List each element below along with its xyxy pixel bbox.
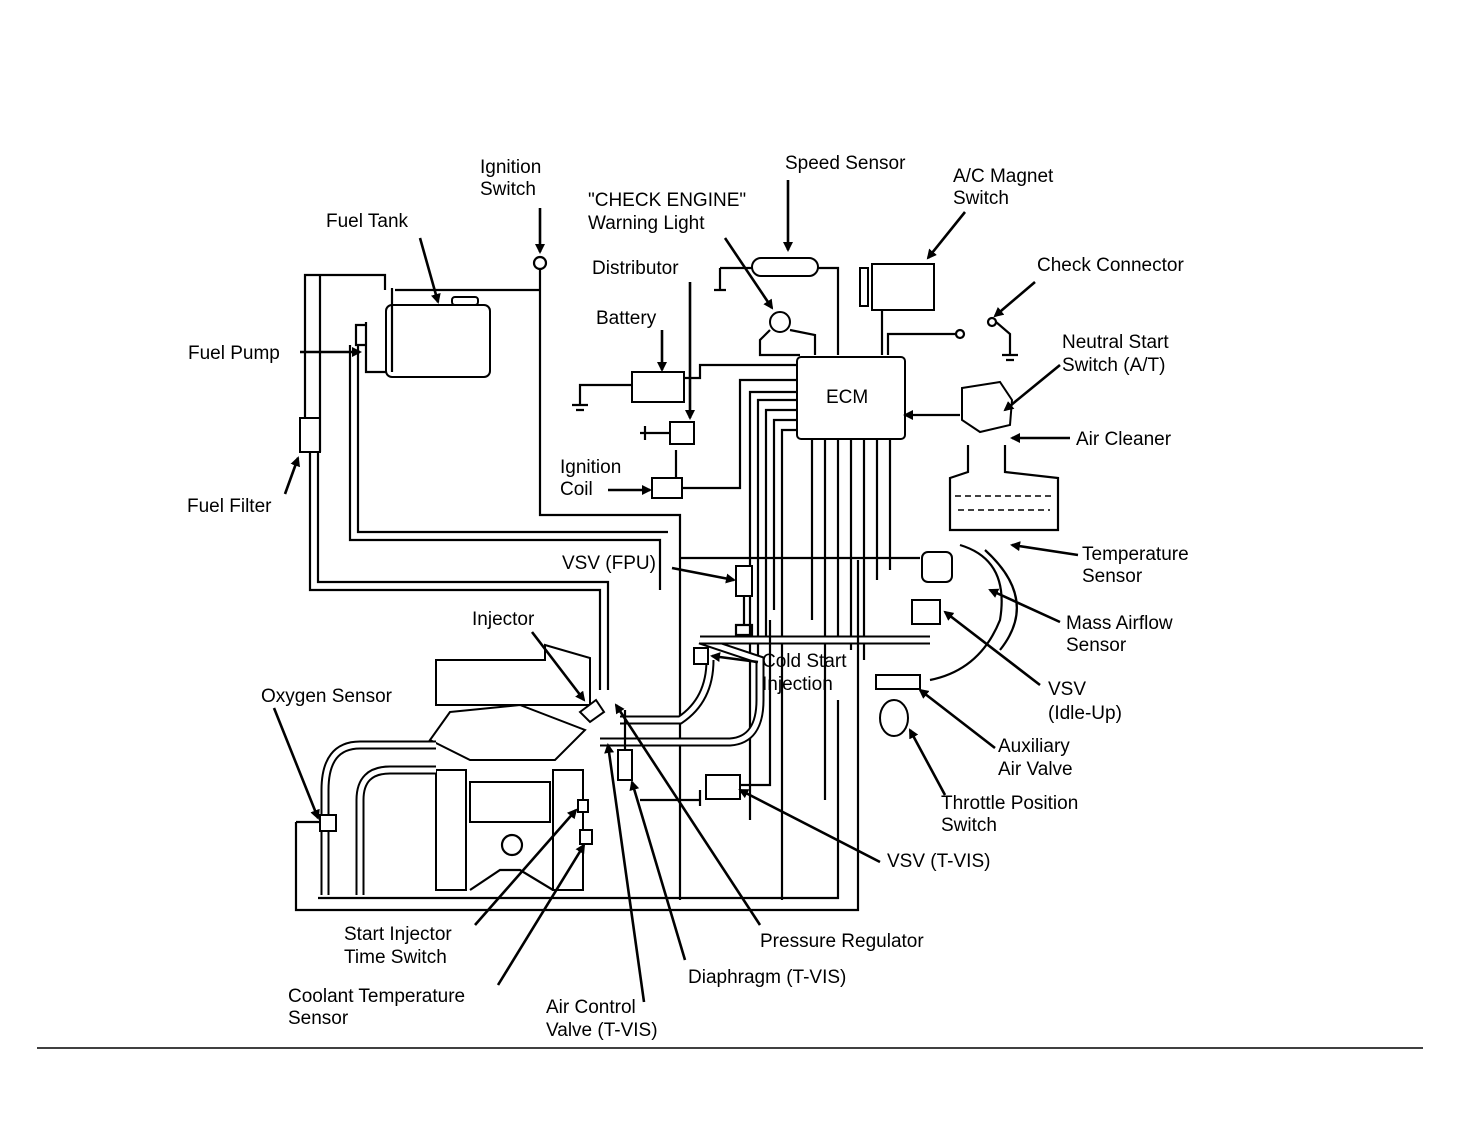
vsv-tvis bbox=[640, 620, 772, 806]
label-fuel-tank: Fuel Tank bbox=[326, 211, 409, 232]
exhaust-manifold bbox=[294, 560, 860, 912]
check-connector bbox=[886, 316, 1018, 362]
label-oxygen-sensor: Oxygen Sensor bbox=[261, 686, 393, 707]
injector bbox=[578, 698, 606, 724]
fuel-filter bbox=[299, 417, 321, 453]
ecm-wiring-harness bbox=[680, 390, 960, 900]
leader-arrows bbox=[272, 180, 1079, 1003]
speed-sensor bbox=[714, 257, 840, 355]
label-air-cleaner: Air Cleaner bbox=[1076, 429, 1172, 450]
label-fuel-pump: Fuel Pump bbox=[188, 343, 280, 364]
distributor bbox=[640, 421, 695, 445]
fuel-lines bbox=[303, 273, 668, 690]
engine-block bbox=[428, 643, 593, 891]
label-pressure-regulator: Pressure Regulator bbox=[760, 931, 924, 952]
label-check-connector: Check Connector bbox=[1037, 255, 1184, 276]
label-vsv-fpu: VSV (FPU) bbox=[562, 553, 656, 574]
label-injector: Injector bbox=[472, 609, 535, 630]
label-vsv-idle-up: VSV(Idle-Up) bbox=[1048, 679, 1122, 724]
label-speed-sensor: Speed Sensor bbox=[785, 153, 906, 174]
label-check-engine-light: "CHECK ENGINE"Warning Light bbox=[588, 190, 746, 234]
label-battery: Battery bbox=[596, 308, 657, 329]
label-diaphragm-tvis: Diaphragm (T-VIS) bbox=[688, 967, 846, 988]
ignition-switch bbox=[395, 255, 682, 900]
fuel-tank bbox=[385, 296, 491, 378]
tvis-diaphragm bbox=[617, 710, 633, 781]
air-intake-duct bbox=[875, 543, 1018, 737]
vsv-fpu bbox=[734, 565, 754, 637]
ac-magnet-switch bbox=[859, 263, 935, 355]
check-engine-light bbox=[758, 311, 817, 357]
ignition-coil bbox=[651, 378, 797, 499]
label-fuel-filter: Fuel Filter bbox=[187, 496, 272, 517]
intake-manifold bbox=[600, 635, 930, 747]
label-ecm: ECM bbox=[826, 387, 868, 408]
air-cleaner bbox=[948, 380, 1060, 532]
label-distributor: Distributor bbox=[592, 258, 679, 279]
label-vsv-tvis: VSV (T-VIS) bbox=[887, 851, 990, 872]
fuel-pump bbox=[354, 288, 394, 374]
battery bbox=[572, 363, 797, 412]
cold-start-injector bbox=[693, 647, 709, 665]
